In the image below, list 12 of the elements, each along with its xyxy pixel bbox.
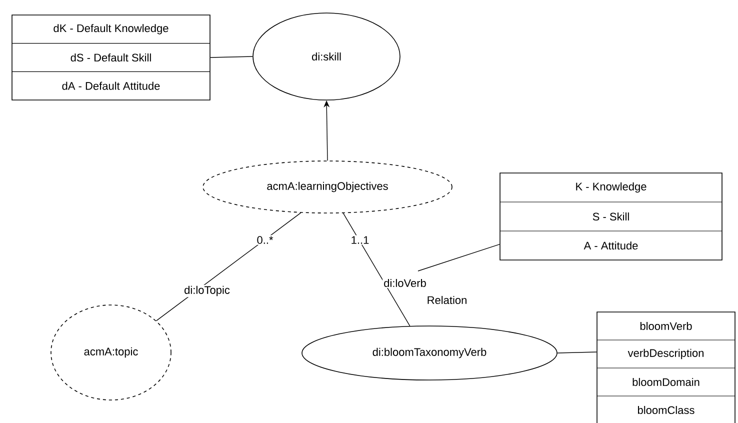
edge-label: di:loTopic bbox=[183, 284, 231, 298]
edge-label: di:loVerb bbox=[382, 278, 428, 288]
connector-line bbox=[342, 212, 410, 326]
attribute-table: K - Knowledge S - Skill A - Attitude bbox=[500, 172, 722, 260]
connector-line bbox=[210, 56, 253, 58]
attribute-table: dK - Default Knowledge dS - Default Skill dA - Default Attitude bbox=[12, 14, 210, 100]
multiplicity-label: Relation bbox=[426, 294, 468, 306]
connector-line bbox=[418, 244, 500, 272]
multiplicity-label: 1..1 bbox=[350, 235, 370, 245]
attribute-table: bloomVerb verbDescription bloomDomain bloomClass bbox=[596, 312, 736, 423]
connector-line bbox=[557, 352, 597, 354]
multiplicity-label: 0..* bbox=[256, 235, 274, 245]
